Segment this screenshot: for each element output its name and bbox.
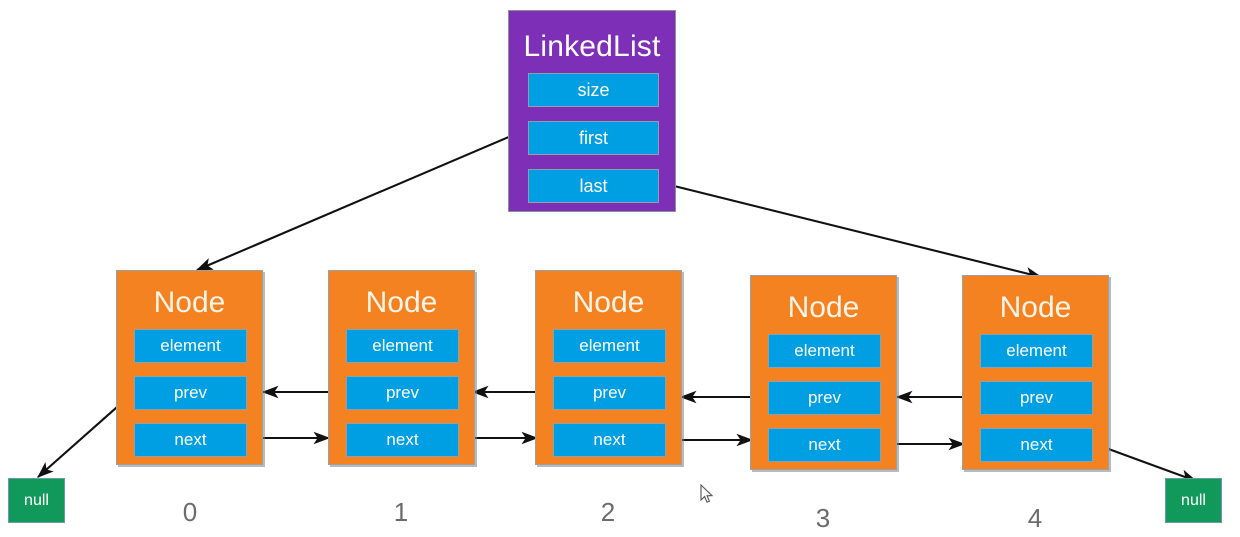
node-title: Node: [787, 291, 860, 324]
linkedlist-field-first[interactable]: first: [528, 121, 659, 155]
arrow-node4-next-to-null: [1094, 443, 1198, 482]
index-label-1: 1: [393, 497, 409, 527]
index-label-4: 4: [1027, 503, 1043, 533]
node-4-field-prev[interactable]: prev: [980, 381, 1093, 415]
node-0-field-next[interactable]: next: [134, 423, 247, 457]
node-4-field-next[interactable]: next: [980, 428, 1093, 462]
node-3-field-prev[interactable]: prev: [768, 381, 881, 415]
node-4-field-element[interactable]: element: [980, 334, 1093, 368]
node-title: Node: [365, 286, 438, 319]
mouse-cursor-icon: [700, 484, 714, 503]
node-title: Node: [153, 286, 226, 319]
node-box-1[interactable]: Node element prev next: [328, 270, 475, 465]
null-box-left: null: [8, 478, 65, 523]
node-title: Node: [572, 286, 645, 319]
node-3-field-element[interactable]: element: [768, 334, 881, 368]
linkedlist-field-last[interactable]: last: [528, 169, 659, 203]
index-label-0: 0: [182, 497, 198, 527]
linkedlist-box[interactable]: LinkedList size first last: [508, 10, 676, 212]
index-label-3: 3: [815, 503, 831, 533]
null-box-right: null: [1165, 478, 1222, 523]
node-box-0[interactable]: Node element prev next: [116, 270, 263, 465]
linkedlist-field-size[interactable]: size: [528, 73, 659, 107]
node-0-field-prev[interactable]: prev: [134, 376, 247, 410]
node-box-3[interactable]: Node element prev next: [750, 275, 897, 470]
index-label-2: 2: [600, 497, 616, 527]
node-box-2[interactable]: Node element prev next: [535, 270, 682, 465]
node-0-field-element[interactable]: element: [134, 329, 247, 363]
linkedlist-title: LinkedList: [523, 30, 661, 63]
arrow-last-to-node4: [657, 180, 1043, 280]
arrow-first-to-node0: [195, 132, 519, 271]
node-1-field-element[interactable]: element: [346, 329, 459, 363]
node-title: Node: [999, 291, 1072, 324]
node-3-field-next[interactable]: next: [768, 428, 881, 462]
node-2-field-prev[interactable]: prev: [553, 376, 666, 410]
node-1-field-next[interactable]: next: [346, 423, 459, 457]
node-box-4[interactable]: Node element prev next: [962, 275, 1109, 470]
node-2-field-next[interactable]: next: [553, 423, 666, 457]
node-2-field-element[interactable]: element: [553, 329, 666, 363]
node-1-field-prev[interactable]: prev: [346, 376, 459, 410]
